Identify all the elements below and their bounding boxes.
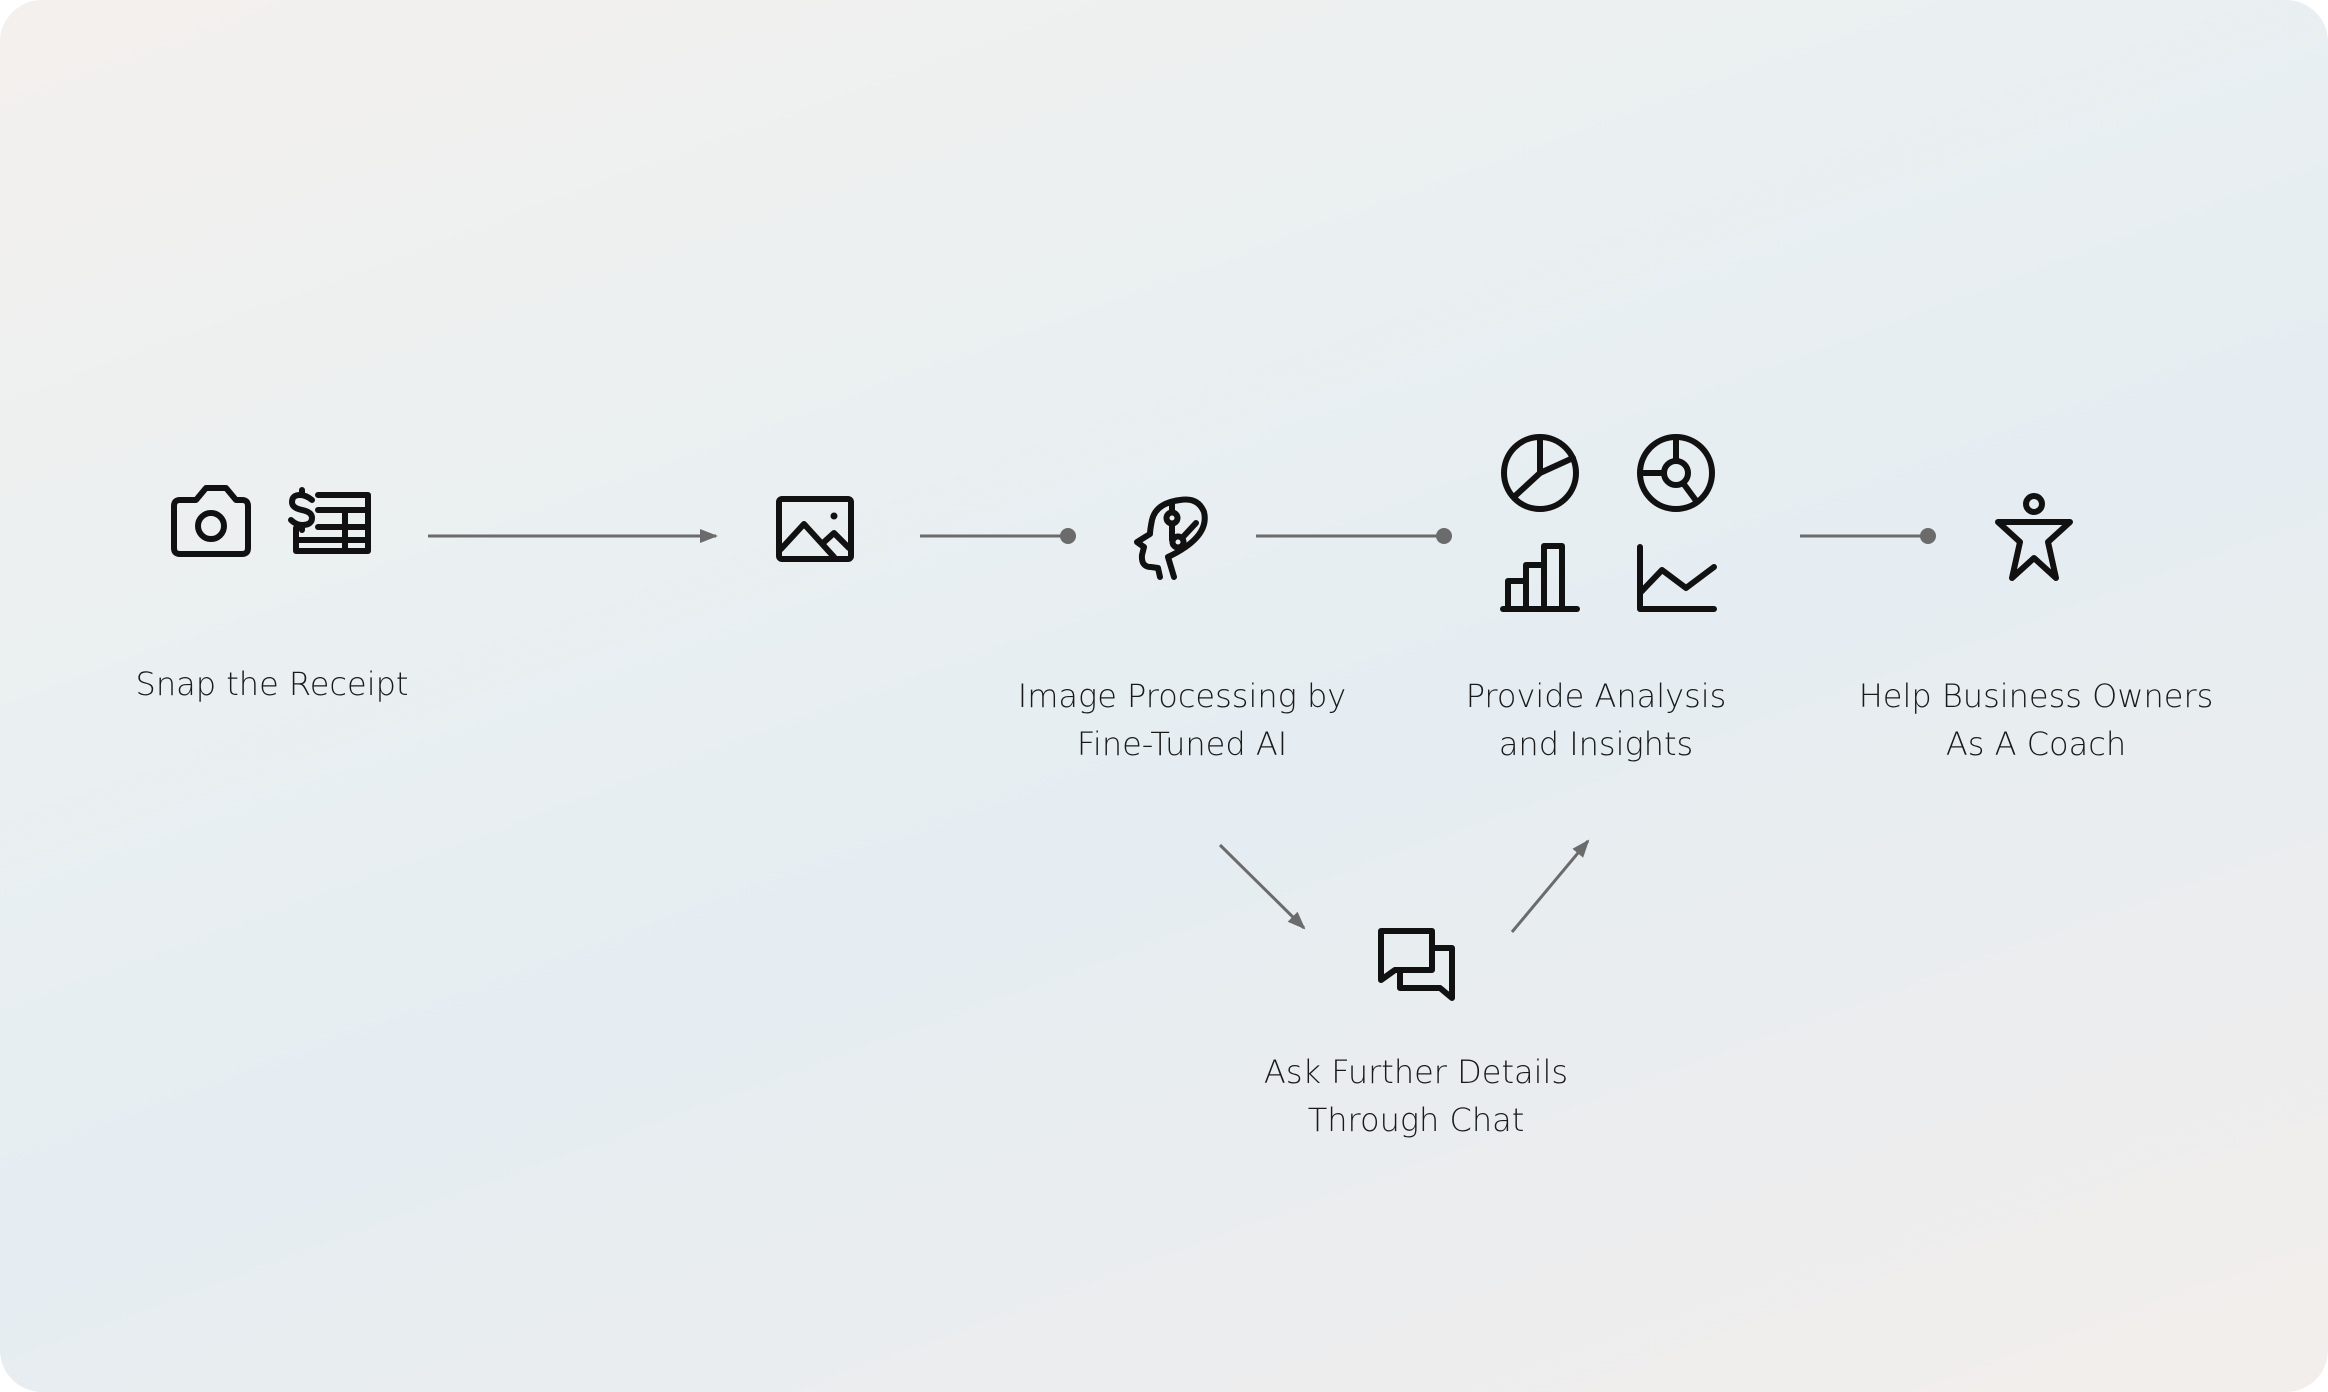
label-ask-further-details: Ask Further Details Through Chat [1264,1048,1568,1144]
ai-head-icon [1134,496,1208,580]
label-line: Ask Further Details [1263,1053,1569,1091]
line-chart-icon [1637,544,1717,612]
label-line: Help Business Owners [1858,677,2214,715]
connector-dot [1060,528,1076,544]
person-icon [1995,493,2073,581]
label-line: Image Processing by [1017,677,1347,715]
label-line: Fine-Tuned AI [1076,725,1288,763]
arrow-processing-to-chat [1218,843,1306,930]
label-image-processing: Image Processing by Fine-Tuned AI [1018,672,1346,768]
pie-chart-icon [1501,434,1579,512]
donut-chart-icon [1637,434,1715,512]
label-line: Provide Analysis [1465,677,1727,715]
camera-icon [171,485,251,557]
label-help-business-owners: Help Business Owners As A Coach [1859,672,2214,768]
arrow-chat-to-analysis [1510,839,1590,933]
label-line: Snap the Receipt [135,665,409,703]
label-snap-the-receipt: Snap the Receipt [136,660,409,708]
receipt-dollar-icon [288,487,371,554]
connector-dot [1920,528,1936,544]
bar-chart-icon [1500,543,1580,612]
label-line: Through Chat [1307,1101,1525,1139]
label-line: As A Coach [1945,725,2127,763]
image-icon [776,496,854,562]
chat-bubbles-icon [1378,928,1455,1001]
connector-dot [1436,528,1452,544]
label-line: and Insights [1498,725,1694,763]
label-provide-analysis: Provide Analysis and Insights [1466,672,1727,768]
